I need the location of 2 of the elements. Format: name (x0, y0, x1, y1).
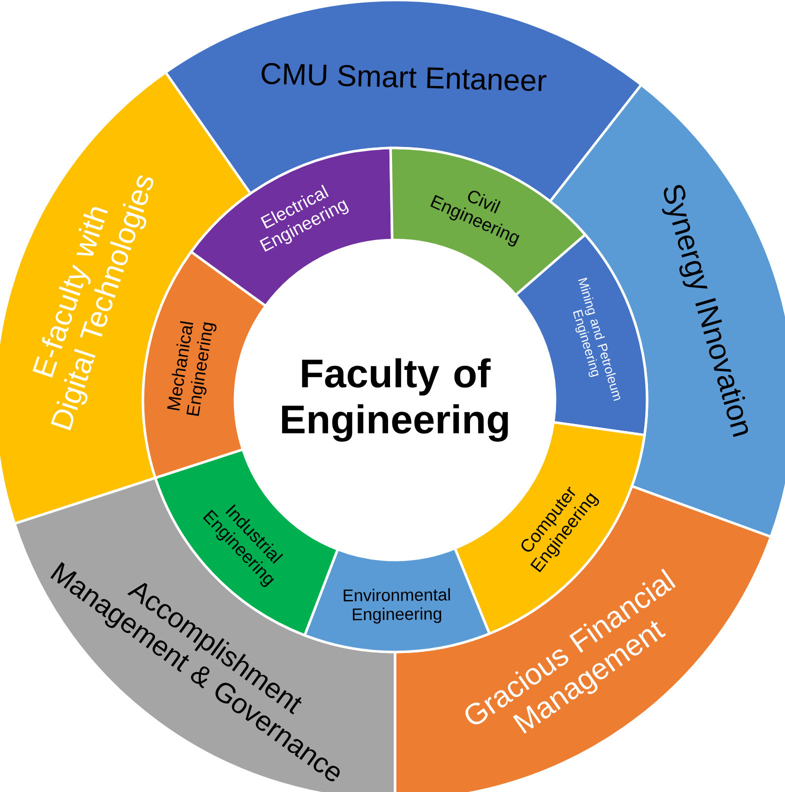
ring-segment: Mechanical Engineering (142, 250, 267, 480)
ring-segment: Environmental Engineering (303, 547, 491, 654)
